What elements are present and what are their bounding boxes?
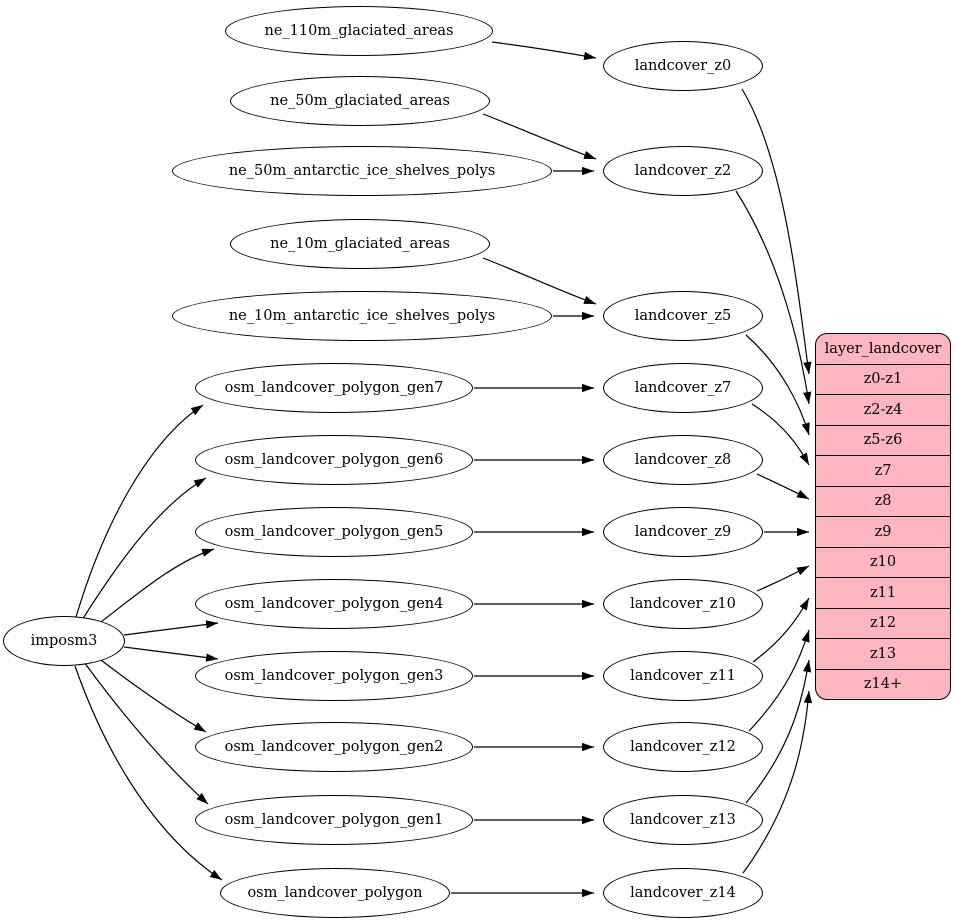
node-landcover-z13: landcover_z13: [603, 795, 763, 845]
row-z5-z6: z5-z6: [816, 424, 950, 456]
node-landcover-z8: landcover_z8: [603, 435, 763, 485]
node-layer-landcover: layer_landcover z0-z1 z2-z4 z5-z6 z7 z8 …: [815, 333, 951, 700]
row-z9: z9: [816, 516, 950, 547]
node-osm-landcover-polygon-gen6: osm_landcover_polygon_gen6: [195, 435, 473, 485]
node-landcover-z0: landcover_z0: [603, 41, 763, 91]
node-ne-110m-glaciated-areas: ne_110m_glaciated_areas: [225, 6, 493, 56]
row-z13: z13: [816, 638, 950, 669]
row-z8: z8: [816, 485, 950, 517]
row-z0-z1: z0-z1: [816, 363, 950, 395]
edge-imposm3-to-gen7: [75, 404, 204, 618]
row-z10: z10: [816, 546, 950, 578]
edge-z7-to-row-z7: [751, 403, 810, 466]
edge-imposm3-to-polygon: [74, 665, 223, 881]
node-osm-landcover-polygon-gen1: osm_landcover_polygon_gen1: [195, 795, 473, 845]
edge-z8-to-row-z8: [756, 473, 810, 500]
node-ne-50m-glaciated-areas: ne_50m_glaciated_areas: [230, 76, 490, 126]
edge-imposm3-to-gen3: [123, 646, 219, 662]
edge-imposm3-to-gen2: [96, 656, 207, 733]
node-imposm3: imposm3: [3, 616, 125, 666]
node-landcover-z12: landcover_z12: [603, 722, 763, 772]
edge-imposm3-to-gen6: [81, 477, 207, 621]
node-landcover-z11: landcover_z11: [603, 651, 763, 701]
node-landcover-z2: landcover_z2: [603, 146, 763, 196]
row-z11: z11: [816, 577, 950, 608]
edge-z2-to-row-z2-z4: [735, 190, 812, 405]
node-osm-landcover-polygon-gen4: osm_landcover_polygon_gen4: [195, 579, 473, 629]
node-landcover-z10: landcover_z10: [603, 579, 763, 629]
edge-z10-to-row-z10: [756, 565, 810, 592]
node-landcover-z14: landcover_z14: [603, 868, 763, 918]
edge-z12-to-row-z12: [748, 629, 810, 732]
node-osm-landcover-polygon: osm_landcover_polygon: [220, 868, 450, 918]
node-ne-50m-antarctic-ice-shelves-polys: ne_50m_antarctic_ice_shelves_polys: [172, 146, 552, 196]
edge-z11-to-row-z11: [752, 597, 810, 663]
node-osm-landcover-polygon-gen3: osm_landcover_polygon_gen3: [195, 651, 473, 701]
edge-imposm3-to-gen4: [123, 620, 219, 636]
edge-ne110m-glaciated-to-z0: [491, 41, 597, 61]
row-z7: z7: [816, 455, 950, 486]
node-osm-landcover-polygon-gen7: osm_landcover_polygon_gen7: [195, 363, 473, 413]
node-landcover-z9: landcover_z9: [603, 507, 763, 557]
edge-z13-to-row-z13: [745, 659, 812, 804]
edge-z0-to-row-z0-z1: [741, 88, 812, 375]
layer-landcover-title: layer_landcover: [824, 340, 942, 357]
edge-z5-to-row-z5-z6: [745, 334, 810, 436]
row-z2-z4: z2-z4: [816, 394, 950, 425]
edge-imposm3-to-gen5: [96, 548, 215, 626]
edge-ne50m-glaciated-to-z2: [482, 113, 597, 160]
row-z12: z12: [816, 607, 950, 639]
node-osm-landcover-polygon-gen5: osm_landcover_polygon_gen5: [195, 507, 473, 557]
edge-ne10m-glaciated-to-z5: [482, 257, 597, 305]
node-osm-landcover-polygon-gen2: osm_landcover_polygon_gen2: [195, 722, 473, 772]
edge-imposm3-to-gen1: [83, 661, 209, 805]
edge-z14-to-row-z14plus: [742, 690, 813, 874]
node-landcover-z7: landcover_z7: [603, 363, 763, 413]
node-landcover-z5: landcover_z5: [603, 291, 763, 341]
row-z14plus: z14+: [816, 668, 950, 700]
node-ne-10m-antarctic-ice-shelves-polys: ne_10m_antarctic_ice_shelves_polys: [172, 291, 552, 341]
node-ne-10m-glaciated-areas: ne_10m_glaciated_areas: [230, 219, 490, 269]
